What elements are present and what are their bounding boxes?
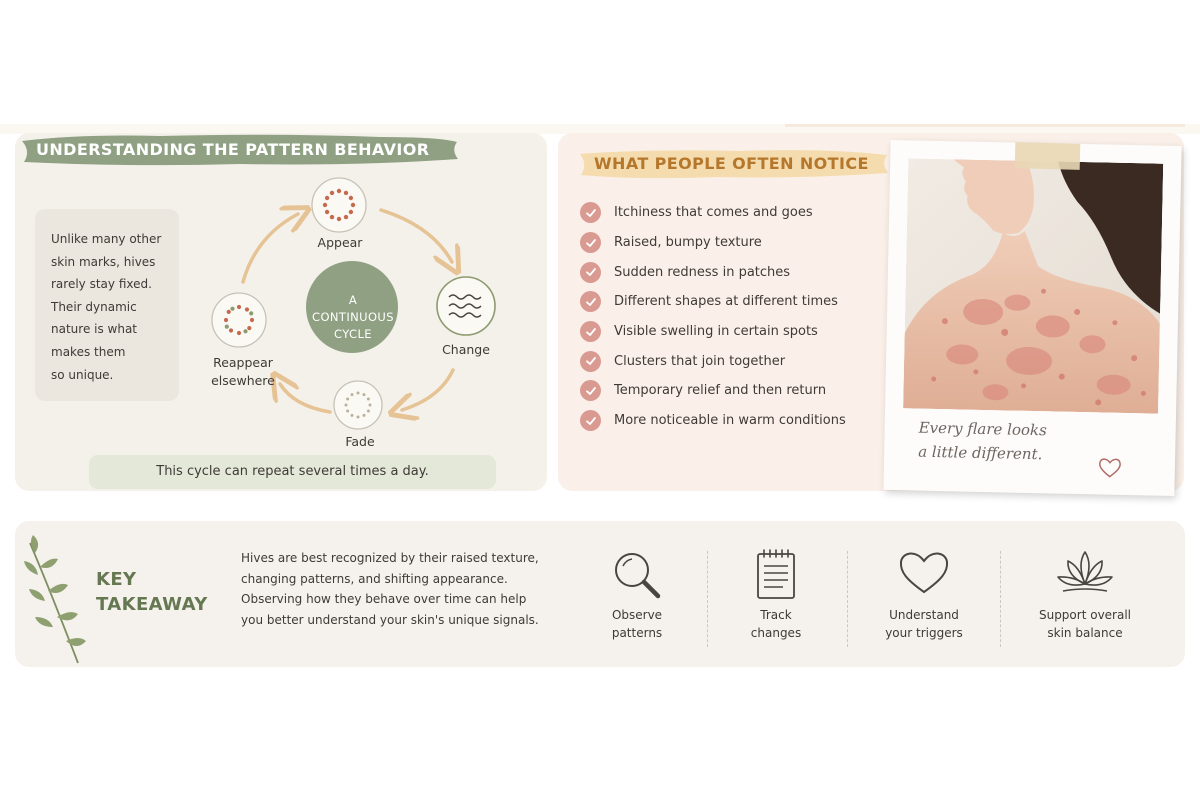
check-icon (580, 261, 601, 283)
change-node-icon (436, 276, 496, 336)
intro-text-box: Unlike many other skin marks, hives rare… (35, 209, 179, 401)
arrow-fade-to-reappear (280, 384, 332, 414)
check-icon (580, 350, 601, 372)
notice-checklist: Itchiness that comes and goes Raised, bu… (580, 198, 846, 436)
stage-label-change: Change (442, 342, 490, 357)
polaroid-caption-line-1: Every flare looks (918, 418, 1047, 440)
list-item: More noticeable in warm conditions (580, 406, 846, 436)
arrow-reappear-to-appear (241, 214, 298, 284)
magnifier-icon (615, 553, 661, 599)
lotus-icon (1057, 551, 1113, 592)
polaroid-caption-line-2: a little different. (917, 442, 1043, 464)
notice-title-banner: WHAT PEOPLE OFTEN NOTICE (578, 146, 890, 182)
list-item: Temporary relief and then return (580, 376, 846, 406)
skin-rash-photo (903, 158, 1164, 414)
brush-stroke-honey (580, 150, 888, 179)
stage-label-reappear: Reappear elsewhere (211, 355, 275, 388)
check-icon (580, 321, 601, 343)
list-item: Raised, bumpy texture (580, 228, 846, 258)
key-takeaway-body: Hives are best recognized by their raise… (241, 551, 539, 627)
list-item: Different shapes at different times (580, 287, 846, 317)
notice-title: WHAT PEOPLE OFTEN NOTICE (594, 154, 869, 173)
leaf-sprig-icon (24, 535, 86, 664)
cycle-center-circle (306, 261, 398, 353)
list-item: Visible swelling in certain spots (580, 317, 846, 347)
pattern-title: UNDERSTANDING THE PATTERN BEHAVIOR (36, 140, 430, 159)
fade-node-icon (333, 380, 383, 430)
heart-icon (899, 552, 949, 594)
check-icon (580, 380, 601, 402)
cycle-repeat-note: This cycle can repeat several times a da… (89, 455, 496, 489)
cycle-center-label: A CONTINUOUS CYCLE (312, 293, 394, 341)
stage-label-fade: Fade (345, 434, 375, 449)
shoulder-illustration (903, 158, 1164, 414)
check-icon (580, 202, 601, 224)
feature-divider (847, 551, 848, 647)
heart-doodle-icon (1099, 458, 1121, 478)
feature-divider (1000, 551, 1001, 647)
pattern-title-banner: UNDERSTANDING THE PATTERN BEHAVIOR (20, 132, 460, 168)
key-takeaway-panel (15, 521, 1185, 667)
arrow-change-to-fade (402, 368, 455, 410)
intro-text: Unlike many other skin marks, hives rare… (51, 232, 162, 382)
top-decor-line (785, 124, 1185, 127)
list-item: Itchiness that comes and goes (580, 198, 846, 228)
top-decor-band (0, 124, 1200, 134)
notepad-icon (757, 549, 795, 599)
list-item: Sudden redness in patches (580, 257, 846, 287)
key-takeaway-title: KEY TAKEAWAY (96, 569, 208, 615)
polaroid-tape (1014, 142, 1081, 170)
list-item: Clusters that join together (580, 346, 846, 376)
polaroid-photo-frame: Every flare looks a little different. (883, 139, 1182, 497)
brush-stroke-sage (22, 134, 458, 166)
stage-label-appear: Appear (317, 235, 363, 250)
check-icon (580, 291, 601, 313)
reappear-node-icon (211, 292, 267, 348)
appear-node-icon (311, 177, 367, 233)
feature-divider (707, 551, 708, 647)
check-icon (580, 410, 601, 432)
arrow-appear-to-change (379, 208, 452, 262)
check-icon (580, 232, 601, 254)
